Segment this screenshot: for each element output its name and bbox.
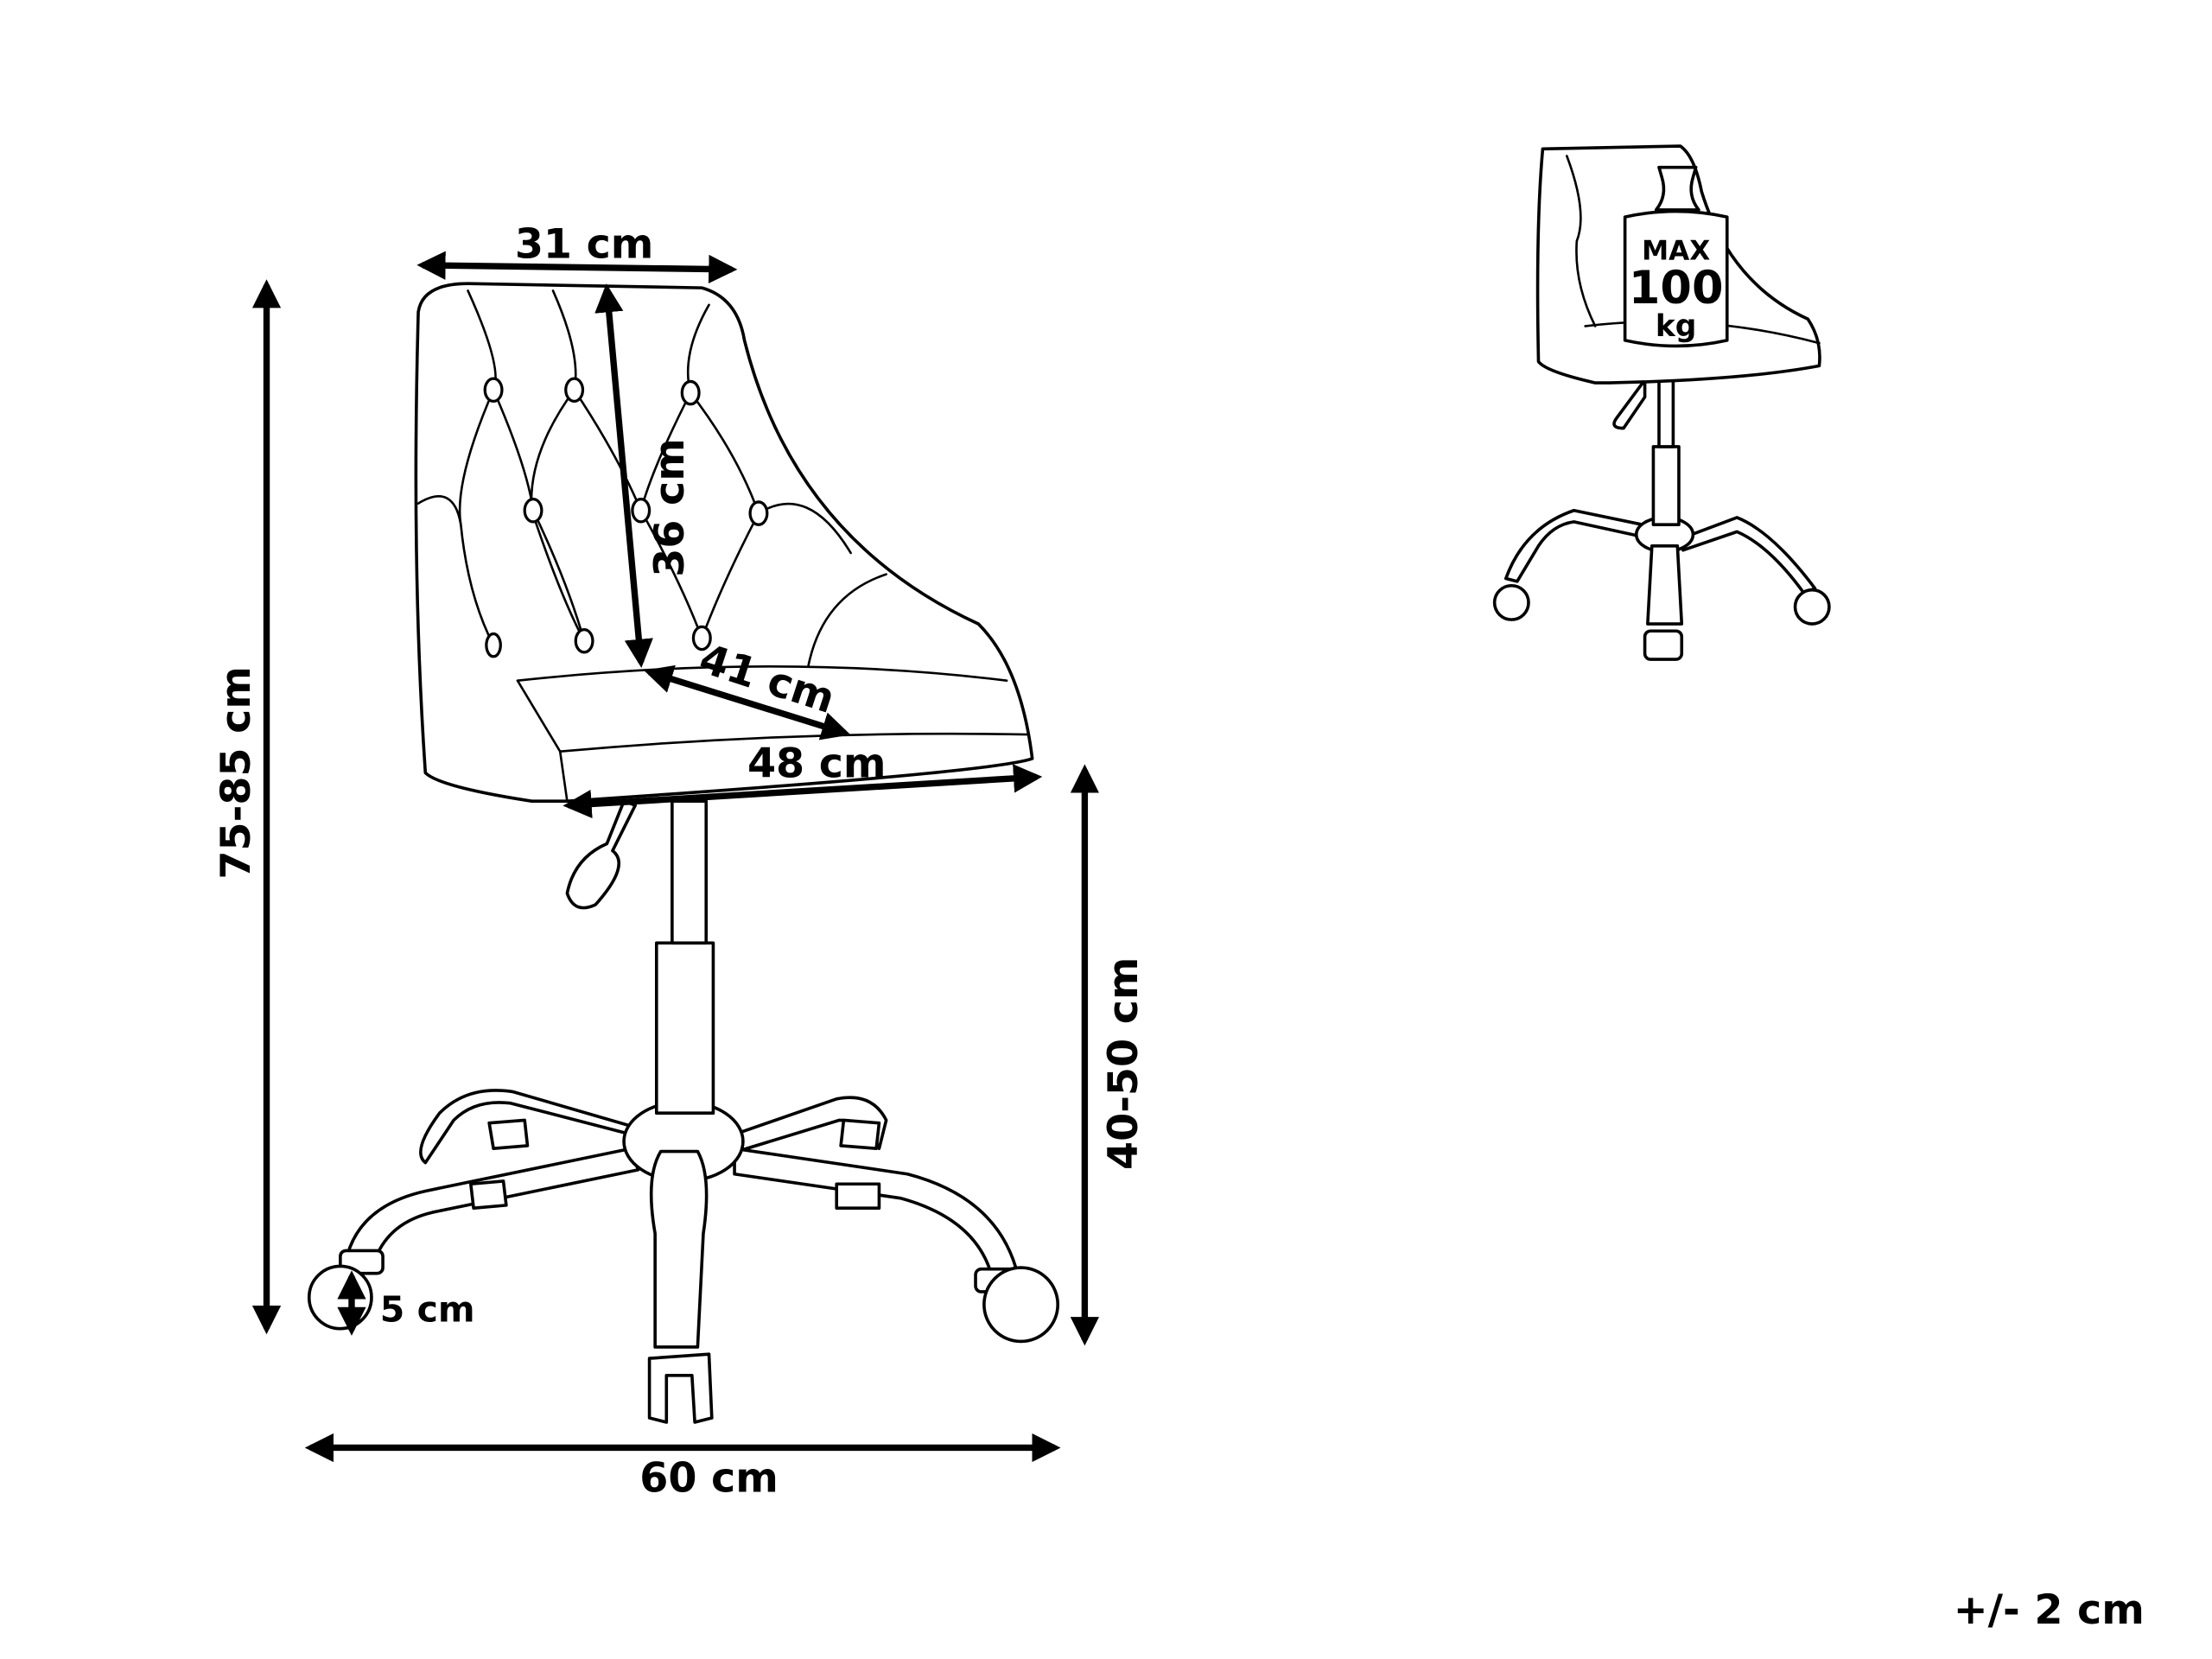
main-chair-drawing [307, 282, 1060, 1424]
weight-max-label: MAX [1642, 235, 1710, 266]
seat-width-label: 48 cm [747, 740, 887, 787]
weight-value-label: 100 [1629, 262, 1724, 315]
seat-height-label: 40-50 cm [1100, 957, 1147, 1171]
backrest-width-arrow [416, 251, 738, 284]
weight-icon [1623, 165, 1729, 348]
seat-width-arrow [563, 764, 1043, 819]
backrest-height-label: 36 cm [646, 438, 694, 577]
base-width-label: 60 cm [639, 1454, 779, 1502]
backrest-width-label: 31 cm [515, 221, 654, 269]
weight-capacity-illustration: MAX 100 kg [1492, 144, 1831, 661]
tolerance-label: +/- 2 cm [1954, 1586, 2145, 1634]
dimension-arrows [251, 251, 1099, 1463]
seat-depth-arrow [644, 664, 851, 741]
caster-diameter-label: 5 cm [380, 1288, 475, 1330]
backrest-height-arrow [594, 283, 653, 668]
weight-unit-label: kg [1656, 309, 1697, 344]
total-height-label: 75-85 cm [213, 666, 260, 880]
dimension-labels: 31 cm 36 cm 41 cm 48 cm 75-85 cm 40-50 c… [213, 221, 2145, 1634]
